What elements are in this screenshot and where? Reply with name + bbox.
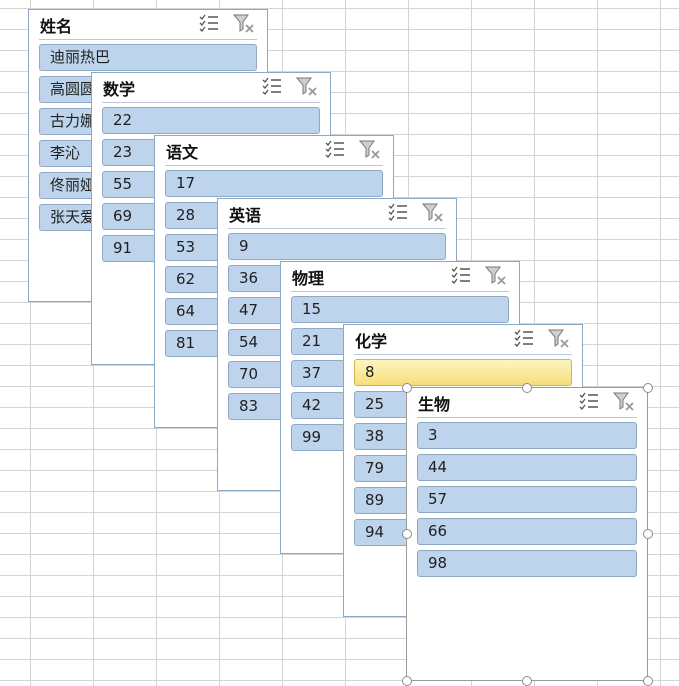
slicer-item[interactable]: 22 xyxy=(102,107,320,134)
multi-select-icon[interactable] xyxy=(514,329,534,347)
slicer-items: 3 44 57 66 98 xyxy=(417,422,637,582)
resize-handle-top-right[interactable] xyxy=(643,383,653,393)
resize-handle-top[interactable] xyxy=(522,383,532,393)
slicer-item[interactable]: 迪丽热巴 xyxy=(39,44,257,71)
clear-filter-icon[interactable] xyxy=(485,266,507,286)
multi-select-icon[interactable] xyxy=(579,392,599,410)
slicer-title: 英语 xyxy=(229,206,262,225)
resize-handle-bottom-left[interactable] xyxy=(402,676,412,686)
slicer-item[interactable]: 98 xyxy=(417,550,637,577)
slicer-item[interactable]: 57 xyxy=(417,486,637,513)
slicer-header: 姓名 xyxy=(39,10,257,40)
slicer-header: 英语 xyxy=(228,199,446,229)
multi-select-icon[interactable] xyxy=(199,14,219,32)
resize-handle-top-left[interactable] xyxy=(402,383,412,393)
slicer-header: 物理 xyxy=(291,262,509,292)
slicer-title: 姓名 xyxy=(40,17,73,36)
slicer-item[interactable]: 66 xyxy=(417,518,637,545)
multi-select-icon[interactable] xyxy=(262,77,282,95)
clear-filter-icon[interactable] xyxy=(548,329,570,349)
slicer-title: 语文 xyxy=(166,143,199,162)
slicer-title: 数学 xyxy=(103,80,136,99)
slicer-title: 物理 xyxy=(292,269,325,288)
multi-select-icon[interactable] xyxy=(388,203,408,221)
multi-select-icon[interactable] xyxy=(325,140,345,158)
slicer-header: 化学 xyxy=(354,325,572,355)
slicer-header: 数学 xyxy=(102,73,320,103)
clear-filter-icon[interactable] xyxy=(296,77,318,97)
resize-handle-left[interactable] xyxy=(402,529,412,539)
slicer-item[interactable]: 44 xyxy=(417,454,637,481)
slicer-item[interactable]: 17 xyxy=(165,170,383,197)
slicer-title: 生物 xyxy=(418,395,451,414)
slicer-header: 语文 xyxy=(165,136,383,166)
slicer-header: 生物 xyxy=(417,388,637,418)
slicer-item[interactable]: 9 xyxy=(228,233,446,260)
resize-handle-bottom-right[interactable] xyxy=(643,676,653,686)
slicer-item-active[interactable]: 8 xyxy=(354,359,572,386)
resize-handle-bottom[interactable] xyxy=(522,676,532,686)
resize-handle-right[interactable] xyxy=(643,529,653,539)
multi-select-icon[interactable] xyxy=(451,266,471,284)
clear-filter-icon[interactable] xyxy=(613,392,635,412)
clear-filter-icon[interactable] xyxy=(422,203,444,223)
clear-filter-icon[interactable] xyxy=(233,14,255,34)
slicer-item[interactable]: 15 xyxy=(291,296,509,323)
slicer-item[interactable]: 3 xyxy=(417,422,637,449)
slicer-biology[interactable]: 生物 3 44 57 66 98 xyxy=(406,387,648,681)
clear-filter-icon[interactable] xyxy=(359,140,381,160)
slicer-title: 化学 xyxy=(355,332,388,351)
